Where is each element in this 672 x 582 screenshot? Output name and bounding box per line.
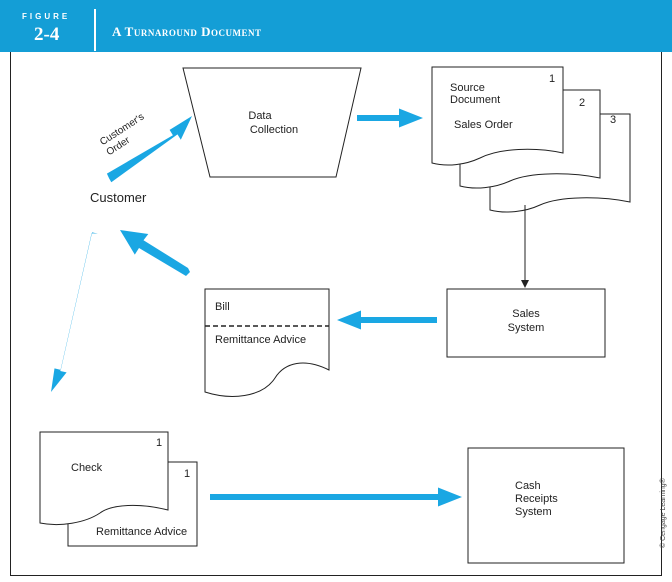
cash-receipts-system-box: Cash Receipts System — [467, 447, 625, 564]
customers-order-label: Customer's Order — [98, 111, 146, 158]
data-collection-label-line2: Collection — [250, 124, 298, 136]
source-document-stack: 1 2 3 Source Document Sales Order — [431, 66, 631, 213]
check-label: Check — [71, 462, 103, 474]
check-remittance-advice-label: Remittance Advice — [96, 526, 187, 538]
figure-number: 2-4 — [34, 24, 60, 45]
bill-document: Bill Remittance Advice — [204, 288, 330, 397]
check-copy-1 — [39, 431, 169, 526]
order-to-data-collection-arrow — [106, 116, 192, 183]
bill-to-customer-arrow — [120, 230, 190, 276]
source-document-page-3: 3 — [610, 114, 616, 126]
data-collection-label-line1: Data — [248, 110, 272, 122]
sales-order-label: Sales Order — [454, 119, 513, 131]
source-document-page-1: 1 — [549, 73, 555, 85]
sales-to-bill-arrow — [337, 310, 437, 330]
figure-header: FIGURE 2-4 A Turnaround Document — [0, 0, 672, 52]
diagram-frame — [10, 52, 662, 576]
check-to-cash-receipts-arrow — [210, 487, 462, 507]
source-document-copy-1 — [431, 66, 564, 166]
figure-title: A Turnaround Document — [112, 24, 262, 39]
sales-system-label-line2: System — [508, 322, 545, 334]
data-collection-shape: Data Collection — [182, 67, 362, 178]
sales-system-box: Sales System — [446, 288, 606, 358]
bill-label: Bill — [215, 301, 230, 313]
sales-system-label-line1: Sales — [512, 308, 540, 320]
header-divider — [94, 9, 96, 51]
check-page-1: 1 — [156, 437, 162, 449]
customer-label: Customer — [90, 190, 147, 205]
figure-label: FIGURE — [22, 12, 71, 21]
cash-receipts-label-line1: Cash — [515, 480, 541, 492]
cash-receipts-label-line3: System — [515, 506, 552, 518]
remittance-advice-label: Remittance Advice — [215, 334, 306, 346]
check-document-stack: 1 1 Check Remittance Advice — [39, 431, 198, 547]
source-document-label-line2: Document — [450, 94, 500, 106]
check-page-2: 1 — [184, 468, 190, 480]
cash-receipts-label-line2: Receipts — [515, 493, 558, 505]
data-collection-to-document-arrow — [357, 108, 423, 128]
copyright-text: © Cengage Learning® — [660, 478, 667, 548]
customer-to-check-arrow — [51, 232, 98, 392]
source-document-label-line1: Source — [450, 82, 485, 94]
source-document-page-2: 2 — [579, 97, 585, 109]
